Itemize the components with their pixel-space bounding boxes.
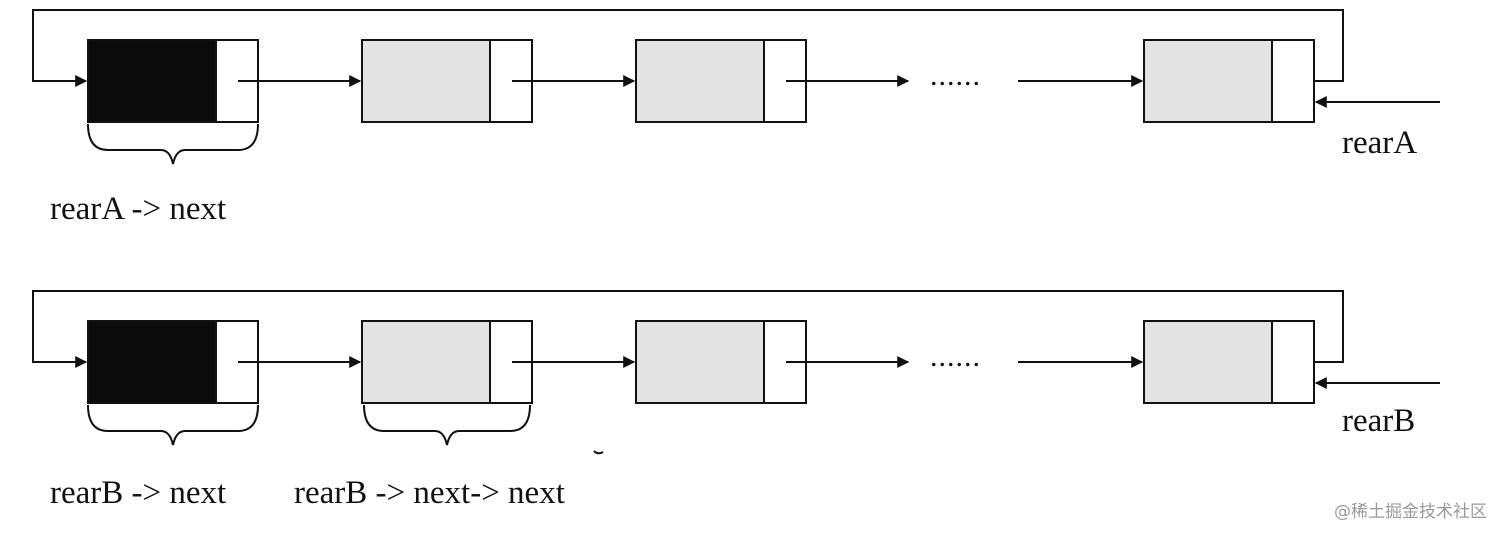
ellipsis-text: ...... <box>930 340 981 373</box>
first-data-node-brace <box>363 404 531 446</box>
rear-b-next-next-caption: rearB -> next-> next <box>294 475 565 511</box>
node-4-data-field <box>1143 39 1273 123</box>
scan-speck <box>593 450 604 455</box>
rear-b-next-caption: rearB -> next <box>50 475 227 511</box>
ellipsis-text: ...... <box>930 59 981 92</box>
loop-back-arrow <box>32 9 1344 87</box>
node-1-next-field <box>215 320 259 404</box>
node-3-data-field <box>635 39 765 123</box>
loop-back-arrow <box>32 290 1344 368</box>
node-4-next-field <box>1271 39 1315 123</box>
linked-list-b: ...... <box>32 290 1440 455</box>
node-2-data-field <box>361 320 491 404</box>
node-4-data-field <box>1143 320 1273 404</box>
node-4-next-field <box>1271 320 1315 404</box>
node-3-data-field <box>635 320 765 404</box>
watermark-text: @稀土掘金技术社区 <box>1334 502 1487 522</box>
rear-a-label: rearA <box>1342 125 1418 161</box>
node-1-head-field <box>87 320 217 404</box>
node-2-data-field <box>361 39 491 123</box>
node-1-head-field <box>87 39 217 123</box>
linked-list-a: ...... <box>32 9 1440 165</box>
rear-b-label: rearB <box>1342 403 1416 439</box>
head-node-brace <box>87 123 259 165</box>
head-node-brace <box>87 404 259 446</box>
rear-a-next-caption: rearA -> next <box>50 191 227 227</box>
